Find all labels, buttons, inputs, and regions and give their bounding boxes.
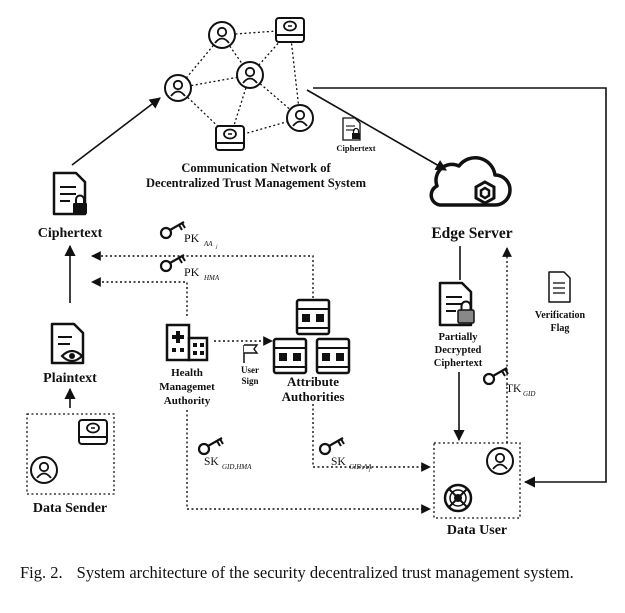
figure-number: Fig. 2. bbox=[20, 563, 63, 582]
hma-label-line3: Authority bbox=[164, 395, 211, 407]
ciphertext-label: Ciphertext bbox=[38, 226, 103, 241]
tk-gid-key-icon bbox=[482, 366, 510, 386]
tk-gid-key: TK GID bbox=[482, 366, 535, 398]
data-sender-box bbox=[26, 413, 115, 495]
flag-icon bbox=[243, 344, 259, 363]
pk-aa-subsub: j bbox=[215, 244, 218, 250]
data-sender-user-icon bbox=[30, 456, 58, 484]
pk-hma-key-icon bbox=[159, 253, 187, 273]
network-node-user-icon bbox=[164, 74, 192, 102]
ciphertext-small-icon bbox=[342, 117, 361, 141]
sk-gid-aa-sub: GID,AA bbox=[349, 463, 372, 471]
network-node-user-icon bbox=[286, 104, 314, 132]
data-sender-label: Data Sender bbox=[33, 501, 107, 516]
sk-gid-aa-base: SK bbox=[331, 456, 346, 468]
data-user-label: Data User bbox=[447, 523, 507, 538]
sk-gid-hma-key: SK GID,HMA bbox=[197, 436, 252, 471]
network-node-drive-icon bbox=[215, 125, 245, 151]
network-links bbox=[177, 29, 301, 139]
attribute-authorities-line2: Authorities bbox=[282, 389, 345, 404]
pk-aa-key-icon bbox=[159, 220, 187, 240]
figure-caption: Fig. 2. System architecture of the securi… bbox=[20, 562, 605, 583]
edge-server-cloud-icon bbox=[429, 156, 512, 207]
partial-line3: Ciphertext bbox=[434, 358, 483, 369]
attribute-authority-server-icon bbox=[315, 337, 351, 375]
attribute-authority-server-icon bbox=[272, 337, 308, 375]
dotted-arrows bbox=[91, 247, 512, 514]
user-sign-line1: User bbox=[241, 365, 259, 375]
attribute-authorities-line1: Attribute bbox=[287, 374, 339, 389]
data-user-user-icon bbox=[486, 447, 514, 475]
pk-aa-sub: AA bbox=[203, 240, 213, 248]
edge-server-label: Edge Server bbox=[431, 225, 512, 242]
ciphertext-lock-icon bbox=[52, 171, 87, 216]
sk-gid-hma-key-icon bbox=[197, 436, 225, 456]
network-node-drive-icon bbox=[275, 17, 305, 43]
verification-line2: Flag bbox=[551, 323, 570, 334]
sk-gid-aa-key: SK GID,AA j bbox=[318, 436, 372, 473]
user-sign-line2: Sign bbox=[241, 376, 258, 386]
partial-line2: Decrypted bbox=[435, 345, 482, 356]
attribute-authority-server-icon bbox=[295, 298, 331, 336]
partial-line1: Partially bbox=[438, 332, 478, 343]
network-node-user-icon bbox=[236, 61, 264, 89]
data-sender-drive-icon bbox=[78, 419, 108, 445]
ciphertext-small-label: Ciphertext bbox=[336, 143, 375, 153]
pk-hma-key: PK HMA bbox=[159, 253, 220, 282]
pk-hma-base: PK bbox=[184, 265, 200, 279]
sk-gid-aa-key-icon bbox=[318, 436, 346, 456]
network-title-line1: Communication Network of bbox=[181, 161, 331, 175]
sk-gid-aa-subsub: j bbox=[368, 467, 371, 473]
verification-doc-icon bbox=[548, 271, 571, 303]
hospital-icon bbox=[165, 323, 209, 362]
pk-hma-sub: HMA bbox=[203, 274, 220, 282]
figure-caption-text: System architecture of the security dece… bbox=[76, 563, 574, 582]
network-title-line2: Decentralized Trust Management System bbox=[146, 176, 367, 190]
architecture-diagram: Communication Network of Decentralized T… bbox=[26, 17, 607, 538]
tk-gid-sub: GID bbox=[523, 390, 535, 398]
verification-line1: Verification bbox=[535, 310, 586, 321]
data-user-ball-icon bbox=[443, 483, 473, 513]
plaintext-eye-icon bbox=[50, 322, 85, 365]
hma-label-line1: Health bbox=[171, 367, 203, 379]
sk-gid-hma-sub: GID,HMA bbox=[222, 463, 252, 471]
network-node-user-icon bbox=[208, 21, 236, 49]
data-user-box bbox=[433, 442, 521, 519]
sk-gid-hma-base: SK bbox=[204, 456, 219, 468]
plaintext-label: Plaintext bbox=[43, 371, 97, 386]
tk-gid-base: TK bbox=[506, 383, 522, 395]
pk-aa-key: PK AA j bbox=[159, 220, 218, 250]
hma-label-line2: Managemet bbox=[159, 381, 215, 393]
solid-arrows bbox=[64, 87, 607, 488]
partially-decrypted-icon bbox=[438, 281, 475, 327]
pk-aa-base: PK bbox=[184, 231, 200, 245]
